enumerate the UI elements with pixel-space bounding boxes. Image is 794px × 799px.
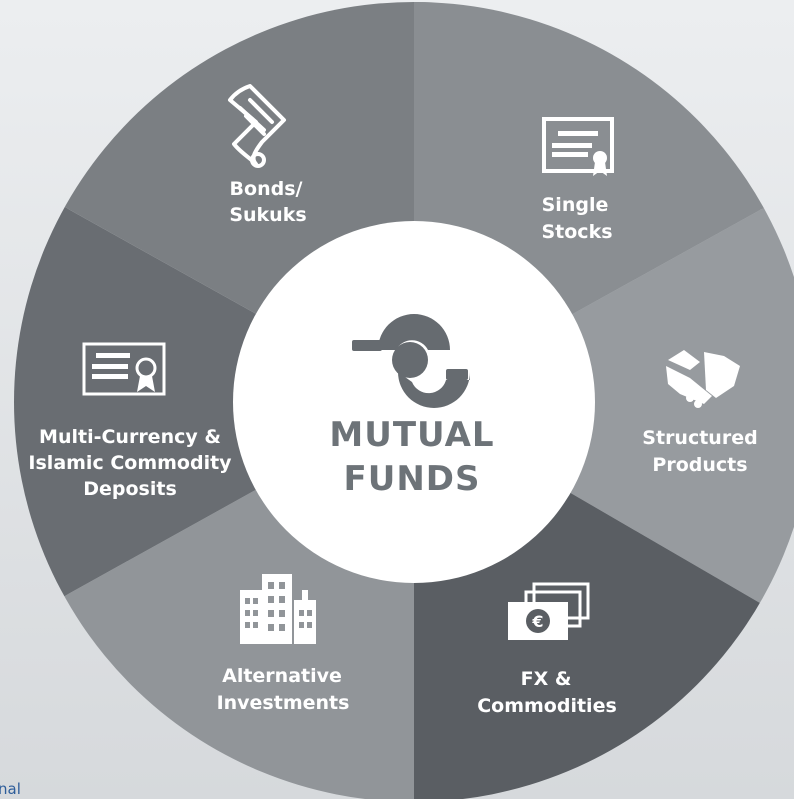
fx-commodities-label-2: Commodities — [477, 695, 617, 717]
certificate-icon — [542, 117, 614, 176]
segment-multi-currency-deposits — [14, 160, 414, 640]
segment-structured-products — [414, 150, 794, 700]
center-circle — [233, 221, 595, 583]
banknotes-icon: € — [508, 582, 590, 640]
fx-commodities-label-1: FX & — [521, 668, 572, 690]
mutual-funds-icon — [352, 314, 470, 408]
bonds-sukuks-label-2: Sukuks — [229, 204, 306, 226]
structured-products-label-1: Structured — [642, 427, 757, 449]
center-title-line1: MUTUAL — [329, 415, 494, 455]
alternative-investments-label-1: Alternative — [222, 665, 342, 687]
single-stocks-label-1: Single — [542, 194, 609, 216]
svg-text:€: € — [531, 612, 543, 631]
multi-currency-label-1: Multi-Currency & — [39, 426, 221, 448]
bonds-sukuks-label-1: Bonds/ — [230, 178, 303, 200]
diploma-icon — [82, 342, 166, 396]
handshake-icon — [666, 350, 740, 408]
scroll-icon — [228, 84, 286, 168]
footer-fragment: nal — [0, 780, 21, 798]
alternative-investments-label-2: Investments — [217, 692, 350, 714]
single-stocks-label-2: Stocks — [541, 221, 612, 243]
multi-currency-label-2: Islamic Commodity — [28, 452, 232, 474]
center-title-line2: FUNDS — [344, 459, 481, 499]
structured-products-label-2: Products — [652, 454, 747, 476]
multi-currency-label-3: Deposits — [83, 478, 177, 500]
buildings-icon — [240, 574, 316, 644]
